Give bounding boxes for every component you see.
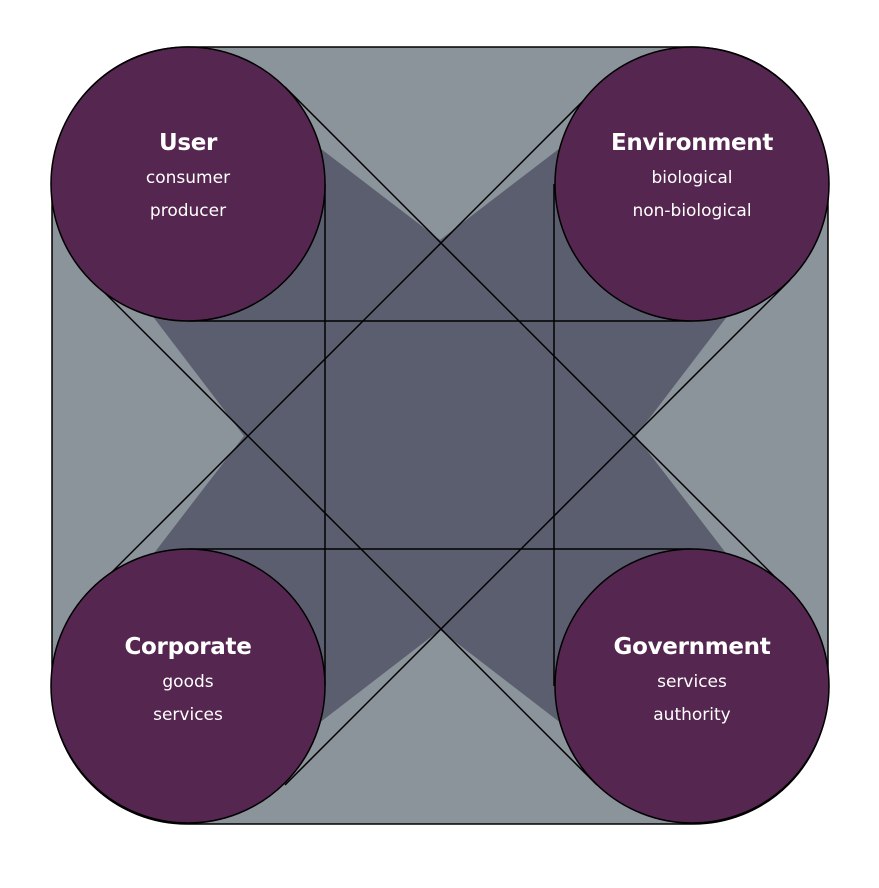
corporate-node-line-1: goods xyxy=(162,672,214,692)
government-node-circle xyxy=(554,548,830,824)
diagonal-line xyxy=(284,86,791,593)
environment-node-title: Environment xyxy=(610,130,774,156)
government-node-line-2: authority xyxy=(653,705,731,725)
diagonal-line xyxy=(284,279,791,786)
straight-lines xyxy=(188,184,692,686)
diagonal-line xyxy=(91,86,598,593)
government-node: Government services authority xyxy=(557,632,827,732)
corporate-node-title: Corporate xyxy=(124,634,252,660)
government-node-title: Government xyxy=(613,634,771,660)
user-node-line-2: producer xyxy=(149,201,227,221)
corporate-node-circle xyxy=(50,548,326,824)
diagonal-lines xyxy=(91,86,791,786)
environment-node-line-2: non-biological xyxy=(632,201,752,221)
user-node: User consumer producer xyxy=(53,128,323,228)
user-node-circle xyxy=(50,46,326,322)
environment-node: Environment biological non-biological xyxy=(557,128,827,228)
corporate-node: Corporate goods services xyxy=(53,632,323,732)
environment-node-circle xyxy=(554,46,830,322)
user-node-line-1: consumer xyxy=(145,168,231,188)
corporate-node-line-2: services xyxy=(153,705,223,725)
government-node-line-1: services xyxy=(657,672,727,692)
diagonal-line xyxy=(91,279,598,786)
node-circles xyxy=(50,46,830,824)
user-node-title: User xyxy=(158,130,218,156)
environment-node-line-1: biological xyxy=(651,168,733,188)
